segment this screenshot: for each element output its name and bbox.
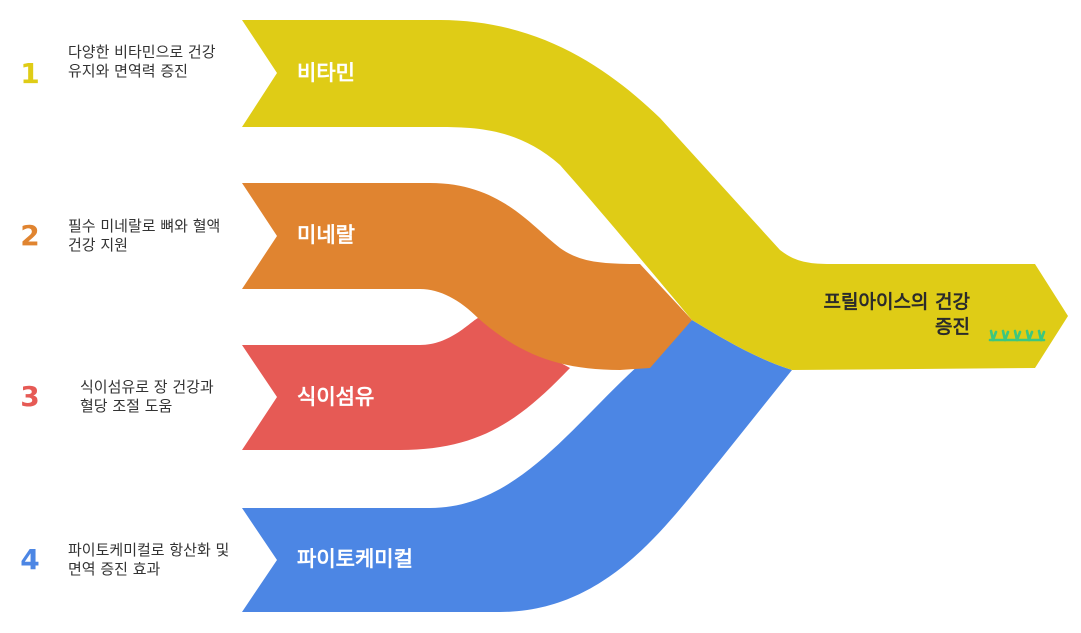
- item-description-3: 식이섬유로 장 건강과 혈당 조절 도움: [80, 378, 214, 415]
- item-number-2: 2: [20, 219, 40, 252]
- band-label-minerals: 미네랄: [297, 223, 355, 247]
- item-description-4: 파이토케미컬로 항산화 및 면역 증진 효과: [68, 541, 230, 578]
- band-fiber: [242, 318, 570, 450]
- sprout-sun-icon: [988, 291, 1046, 342]
- band-label-phytochemicals: 파이토케미컬: [297, 547, 413, 571]
- item-number-3: 3: [20, 380, 40, 413]
- band-label-vitamins: 비타민: [297, 61, 355, 85]
- item-number-1: 1: [20, 57, 40, 90]
- output-label: 프릴아이스의 건강 증진: [823, 291, 970, 338]
- grass-shape: [988, 329, 1046, 342]
- item-description-2: 필수 미네랄로 뼈와 혈액 건강 지원: [68, 217, 221, 254]
- band-minerals: [242, 183, 692, 370]
- sun-shape: [999, 291, 1035, 318]
- band-phytochemicals: [242, 320, 792, 612]
- item-description-1: 다양한 비타민으로 건강 유지와 면역력 증진: [68, 43, 216, 80]
- band-vitamins-output: [242, 20, 1068, 370]
- item-number-4: 4: [20, 543, 40, 576]
- band-label-fiber: 식이섬유: [297, 385, 375, 409]
